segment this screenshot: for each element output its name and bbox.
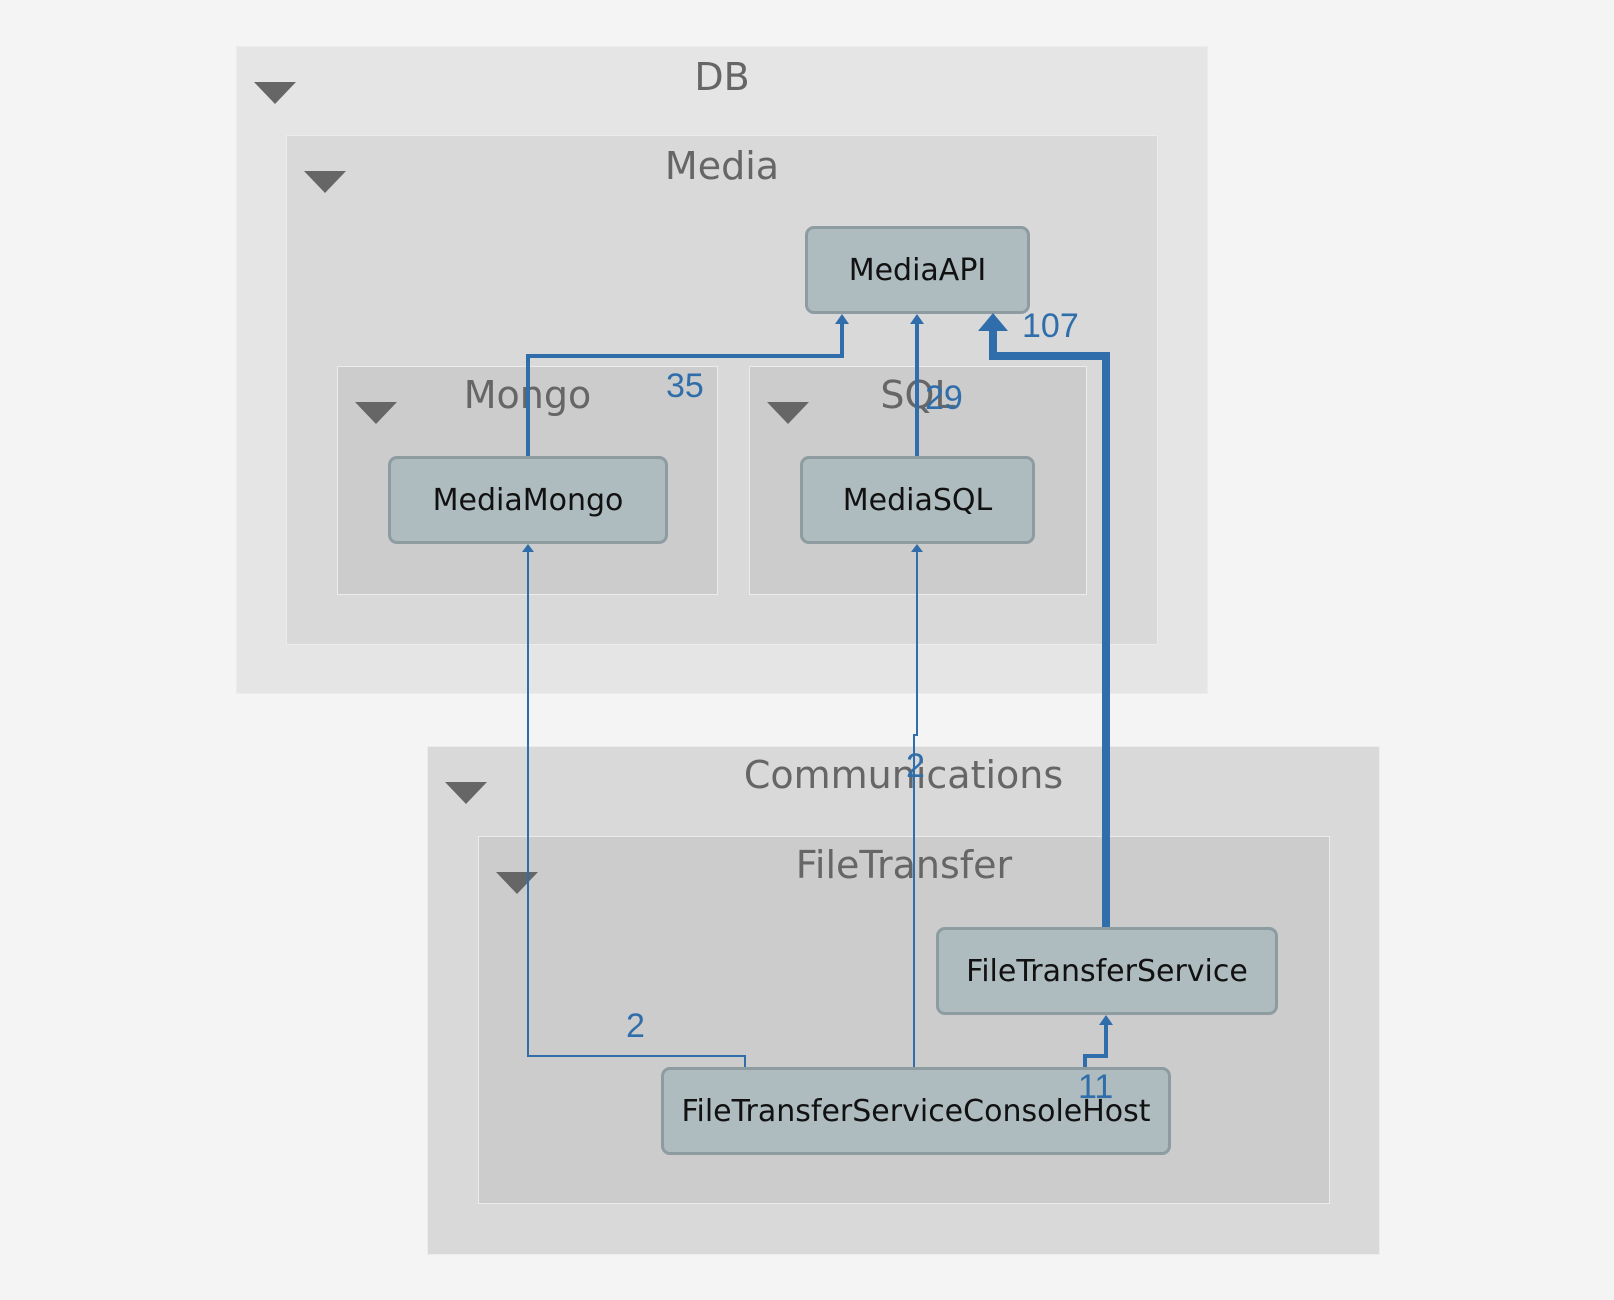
collapse-triangle-icon[interactable] <box>304 171 346 193</box>
edge-label: 35 <box>666 367 704 405</box>
collapse-triangle-icon[interactable] <box>254 82 296 104</box>
node-media-api[interactable]: MediaAPI <box>805 226 1030 314</box>
node-file-transfer-service-console-host[interactable]: FileTransferServiceConsoleHost <box>661 1067 1171 1155</box>
collapse-triangle-icon[interactable] <box>496 872 538 894</box>
node-media-sql[interactable]: MediaSQL <box>800 456 1035 544</box>
collapse-triangle-icon[interactable] <box>355 402 397 424</box>
edge-label: 107 <box>1022 307 1079 345</box>
collapse-triangle-icon[interactable] <box>767 402 809 424</box>
edge-label: 2 <box>906 747 925 785</box>
group-title-file-transfer: FileTransfer <box>795 843 1013 887</box>
edge-label: 29 <box>925 379 963 417</box>
group-title-db: DB <box>694 55 750 99</box>
node-file-transfer-service[interactable]: FileTransferService <box>936 927 1278 1015</box>
node-media-mongo[interactable]: MediaMongo <box>388 456 668 544</box>
group-title-communications: Communications <box>743 753 1064 797</box>
edge-label: 11 <box>1078 1068 1114 1106</box>
group-title-media: Media <box>664 144 780 188</box>
edge-label: 2 <box>626 1007 645 1045</box>
collapse-triangle-icon[interactable] <box>445 782 487 804</box>
